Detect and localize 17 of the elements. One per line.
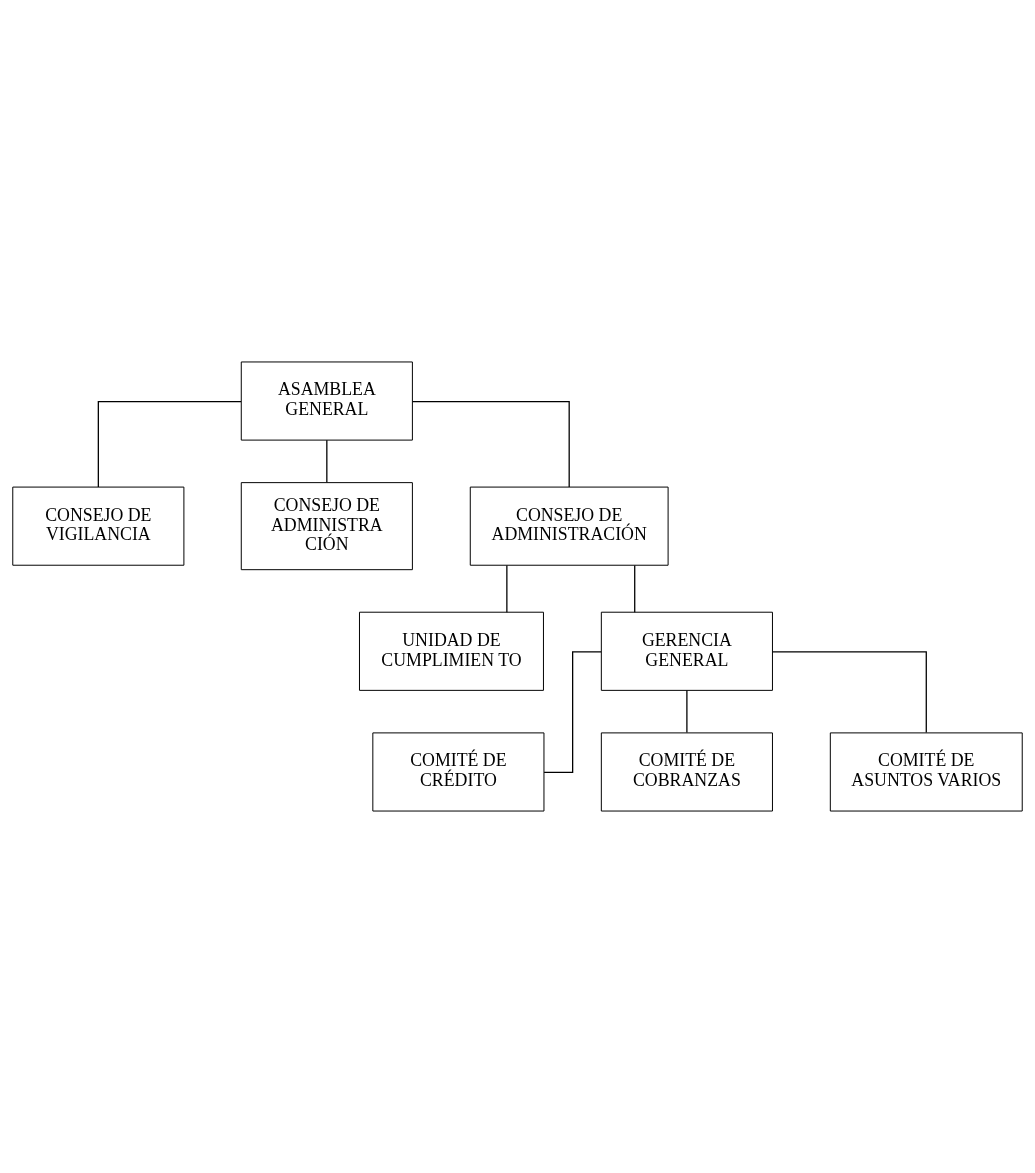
node-box: CONSEJO DE VIGILANCIA bbox=[12, 486, 185, 566]
node-box: CONSEJO DE ADMINISTRACIÓN bbox=[469, 486, 669, 566]
connector bbox=[411, 400, 570, 488]
connector bbox=[543, 651, 602, 774]
node-box: ASAMBLEA GENERAL bbox=[240, 361, 413, 441]
connector bbox=[326, 439, 328, 483]
connector bbox=[634, 564, 636, 613]
connector bbox=[772, 651, 927, 734]
connector bbox=[686, 689, 688, 734]
node-box: GERENCIA GENERAL bbox=[600, 611, 773, 691]
node-box: COMITÉ DE ASUNTOS VARIOS bbox=[829, 732, 1023, 812]
node-box: COMITÉ DE COBRANZAS bbox=[600, 732, 773, 812]
connector bbox=[506, 564, 508, 613]
node-box: CONSEJO DE ADMINISTRA CIÓN bbox=[240, 482, 413, 571]
connector bbox=[97, 400, 242, 488]
node-box: COMITÉ DE CRÉDITO bbox=[372, 732, 545, 812]
node-box: UNIDAD DE CUMPLIMIEN TO bbox=[359, 611, 544, 691]
